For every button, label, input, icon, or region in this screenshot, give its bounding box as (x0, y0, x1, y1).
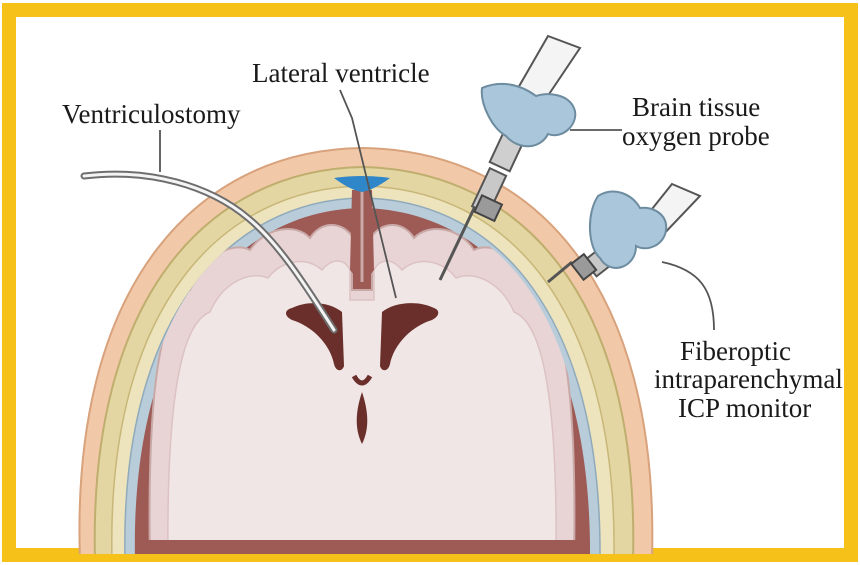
label-icp-monitor-line2: intraparenchymal (654, 364, 843, 394)
label-icp-monitor-line1: Fiberoptic (680, 336, 791, 366)
leader-line-icp-monitor (662, 262, 714, 330)
label-icp-monitor-line3: ICP monitor (678, 393, 811, 423)
label-oxygen-probe-line2: oxygen probe (622, 121, 770, 151)
label-lateral-ventricle: Lateral ventricle (252, 58, 430, 88)
label-ventriculostomy: Ventriculostomy (62, 99, 241, 129)
label-oxygen-probe-line1: Brain tissue (632, 92, 760, 122)
